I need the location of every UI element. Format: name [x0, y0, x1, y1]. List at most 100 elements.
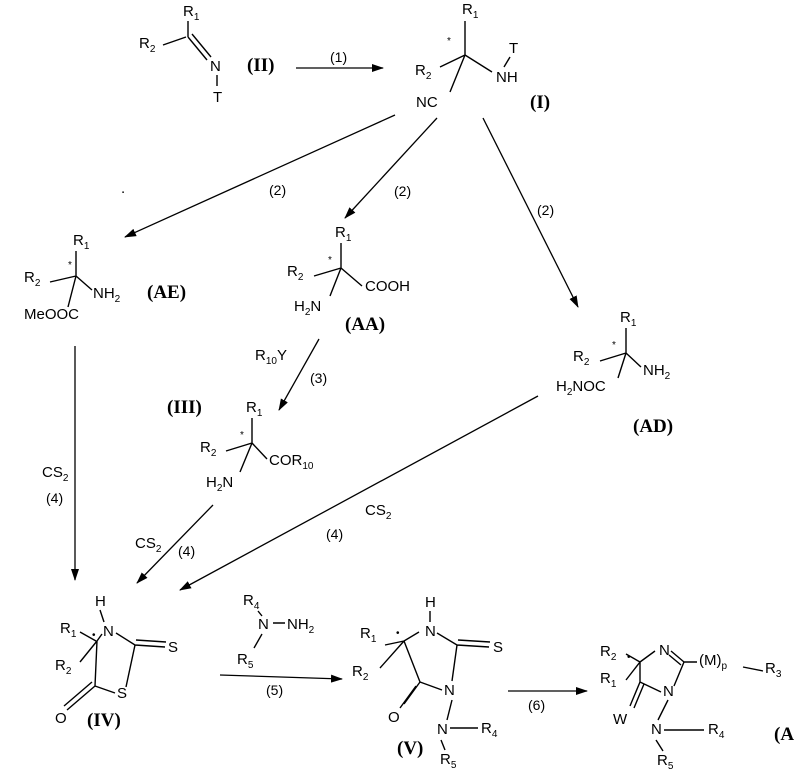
svg-text:R1: R1 — [183, 3, 200, 23]
svg-text:*: * — [447, 36, 451, 47]
svg-text:R4: R4 — [481, 720, 498, 740]
svg-text:N: N — [210, 58, 221, 75]
bonds-II — [162, 21, 218, 86]
svg-text:R2: R2 — [352, 663, 369, 683]
bonds-AE — [49, 251, 93, 308]
svg-text:T: T — [509, 40, 518, 57]
svg-text:R5: R5 — [440, 751, 457, 771]
svg-text:MeOOC: MeOOC — [24, 306, 79, 323]
label-A: (A — [774, 724, 794, 745]
svg-text:*: * — [612, 340, 616, 351]
svg-text:R5: R5 — [657, 752, 674, 772]
svg-text:(M)p: (M)p — [699, 652, 728, 672]
label-I: (I) — [530, 92, 550, 113]
svg-text:•: • — [627, 652, 631, 663]
step-4-left-label: (4) — [46, 490, 63, 506]
arrow-step-2-right — [482, 117, 579, 308]
svg-text:*: * — [328, 255, 332, 266]
svg-text:R1: R1 — [620, 309, 637, 329]
svg-text:H: H — [425, 594, 436, 611]
label-AA: (AA) — [345, 314, 385, 335]
label-IV: (IV) — [87, 710, 121, 731]
svg-text:N: N — [103, 623, 114, 640]
svg-text:R3: R3 — [765, 660, 782, 680]
step-4-mid-reagent: CS2 — [135, 535, 162, 555]
svg-text:N: N — [651, 721, 662, 738]
step-3-label: (3) — [310, 370, 327, 386]
step-2-right-label: (2) — [537, 202, 554, 218]
stray-dot: . — [121, 180, 125, 197]
step-4-right-label: (4) — [326, 526, 343, 542]
ring-A — [625, 650, 764, 752]
arrow-step-5 — [219, 674, 343, 683]
step-4-left-reagent: CS2 — [42, 464, 69, 484]
svg-text:N: N — [258, 616, 269, 633]
svg-text:*: * — [68, 260, 72, 271]
step-5-label: (5) — [266, 682, 283, 698]
label-AD: (AD) — [633, 416, 673, 437]
arrow-step-3 — [278, 338, 320, 411]
step-4-mid-label: (4) — [178, 543, 195, 559]
svg-text:R1: R1 — [60, 620, 77, 640]
svg-text:NH2: NH2 — [287, 616, 315, 636]
svg-text:O: O — [388, 709, 400, 726]
svg-text:N: N — [444, 682, 455, 699]
svg-text:O: O — [55, 710, 67, 727]
bonds-AA — [313, 243, 363, 297]
svg-text:N: N — [659, 642, 670, 659]
svg-text:R4: R4 — [708, 721, 725, 741]
arrow-step-2-mid — [344, 117, 438, 219]
svg-text:R1: R1 — [246, 399, 263, 419]
svg-text:R2: R2 — [139, 35, 156, 55]
ring-IV — [63, 609, 167, 711]
svg-text:H: H — [95, 593, 106, 610]
step-6-label: (6) — [528, 697, 545, 713]
step-4-right-reagent: CS2 — [365, 502, 392, 522]
reaction-arrows — [71, 64, 588, 695]
arrow-step-2-left — [124, 114, 396, 238]
svg-text:R1: R1 — [73, 232, 90, 252]
svg-text:S: S — [493, 639, 503, 656]
svg-text:NH: NH — [496, 69, 518, 86]
svg-text:NH2: NH2 — [643, 362, 671, 382]
bonds-III — [225, 418, 268, 473]
svg-text:N: N — [437, 721, 448, 738]
step-labels: (1) (2) (2) (2) R10Y (3) CS2 (4) CS2 (4)… — [42, 49, 554, 713]
svg-text:R2: R2 — [200, 439, 217, 459]
hydrazine-reagent: R4 N NH2 R5 — [237, 592, 315, 671]
compound-AA: R1 * R2 COOH H2N (AA) — [287, 224, 410, 335]
svg-text:H2N: H2N — [294, 298, 321, 318]
svg-text:N: N — [425, 623, 436, 640]
svg-text:R2: R2 — [24, 269, 41, 289]
svg-text:•: • — [396, 628, 400, 639]
compound-A: R2 • N (M)p R3 R1 N W N R4 R5 (A — [600, 642, 794, 772]
bonds-hydrazine — [253, 610, 285, 649]
svg-text:R2: R2 — [573, 348, 590, 368]
svg-text:NH2: NH2 — [93, 285, 121, 305]
svg-text:R1: R1 — [462, 1, 479, 21]
label-V: (V) — [397, 738, 423, 759]
svg-text:COR10: COR10 — [269, 452, 314, 472]
svg-text:R5: R5 — [237, 651, 254, 671]
svg-text:•: • — [92, 630, 96, 641]
step-2-left-label: (2) — [269, 182, 286, 198]
label-AE: (AE) — [147, 282, 186, 303]
step-2-mid-label: (2) — [394, 183, 411, 199]
svg-text:T: T — [213, 89, 222, 106]
svg-text:W: W — [613, 711, 628, 728]
svg-text:R2: R2 — [287, 263, 304, 283]
svg-text:COOH: COOH — [365, 278, 410, 295]
svg-text:H2NOC: H2NOC — [556, 378, 606, 398]
step-1-label: (1) — [330, 49, 347, 65]
compound-AD: R1 * R2 NH2 H2NOC (AD) — [556, 309, 673, 437]
svg-text:N: N — [663, 683, 674, 700]
step-3-reagent: R10Y — [255, 347, 287, 367]
compound-III: (III) R1 * R2 COR10 H2N — [167, 397, 314, 494]
compound-IV: H R1 • N S R2 S O (IV) — [55, 593, 178, 731]
svg-text:*: * — [240, 430, 244, 441]
compound-I: R1 * R2 NH T NC (I) — [415, 1, 550, 113]
compound-AE: R1 * R2 NH2 MeOOC (AE) — [24, 232, 186, 323]
svg-text:R1: R1 — [360, 625, 377, 645]
svg-text:H2N: H2N — [206, 474, 233, 494]
